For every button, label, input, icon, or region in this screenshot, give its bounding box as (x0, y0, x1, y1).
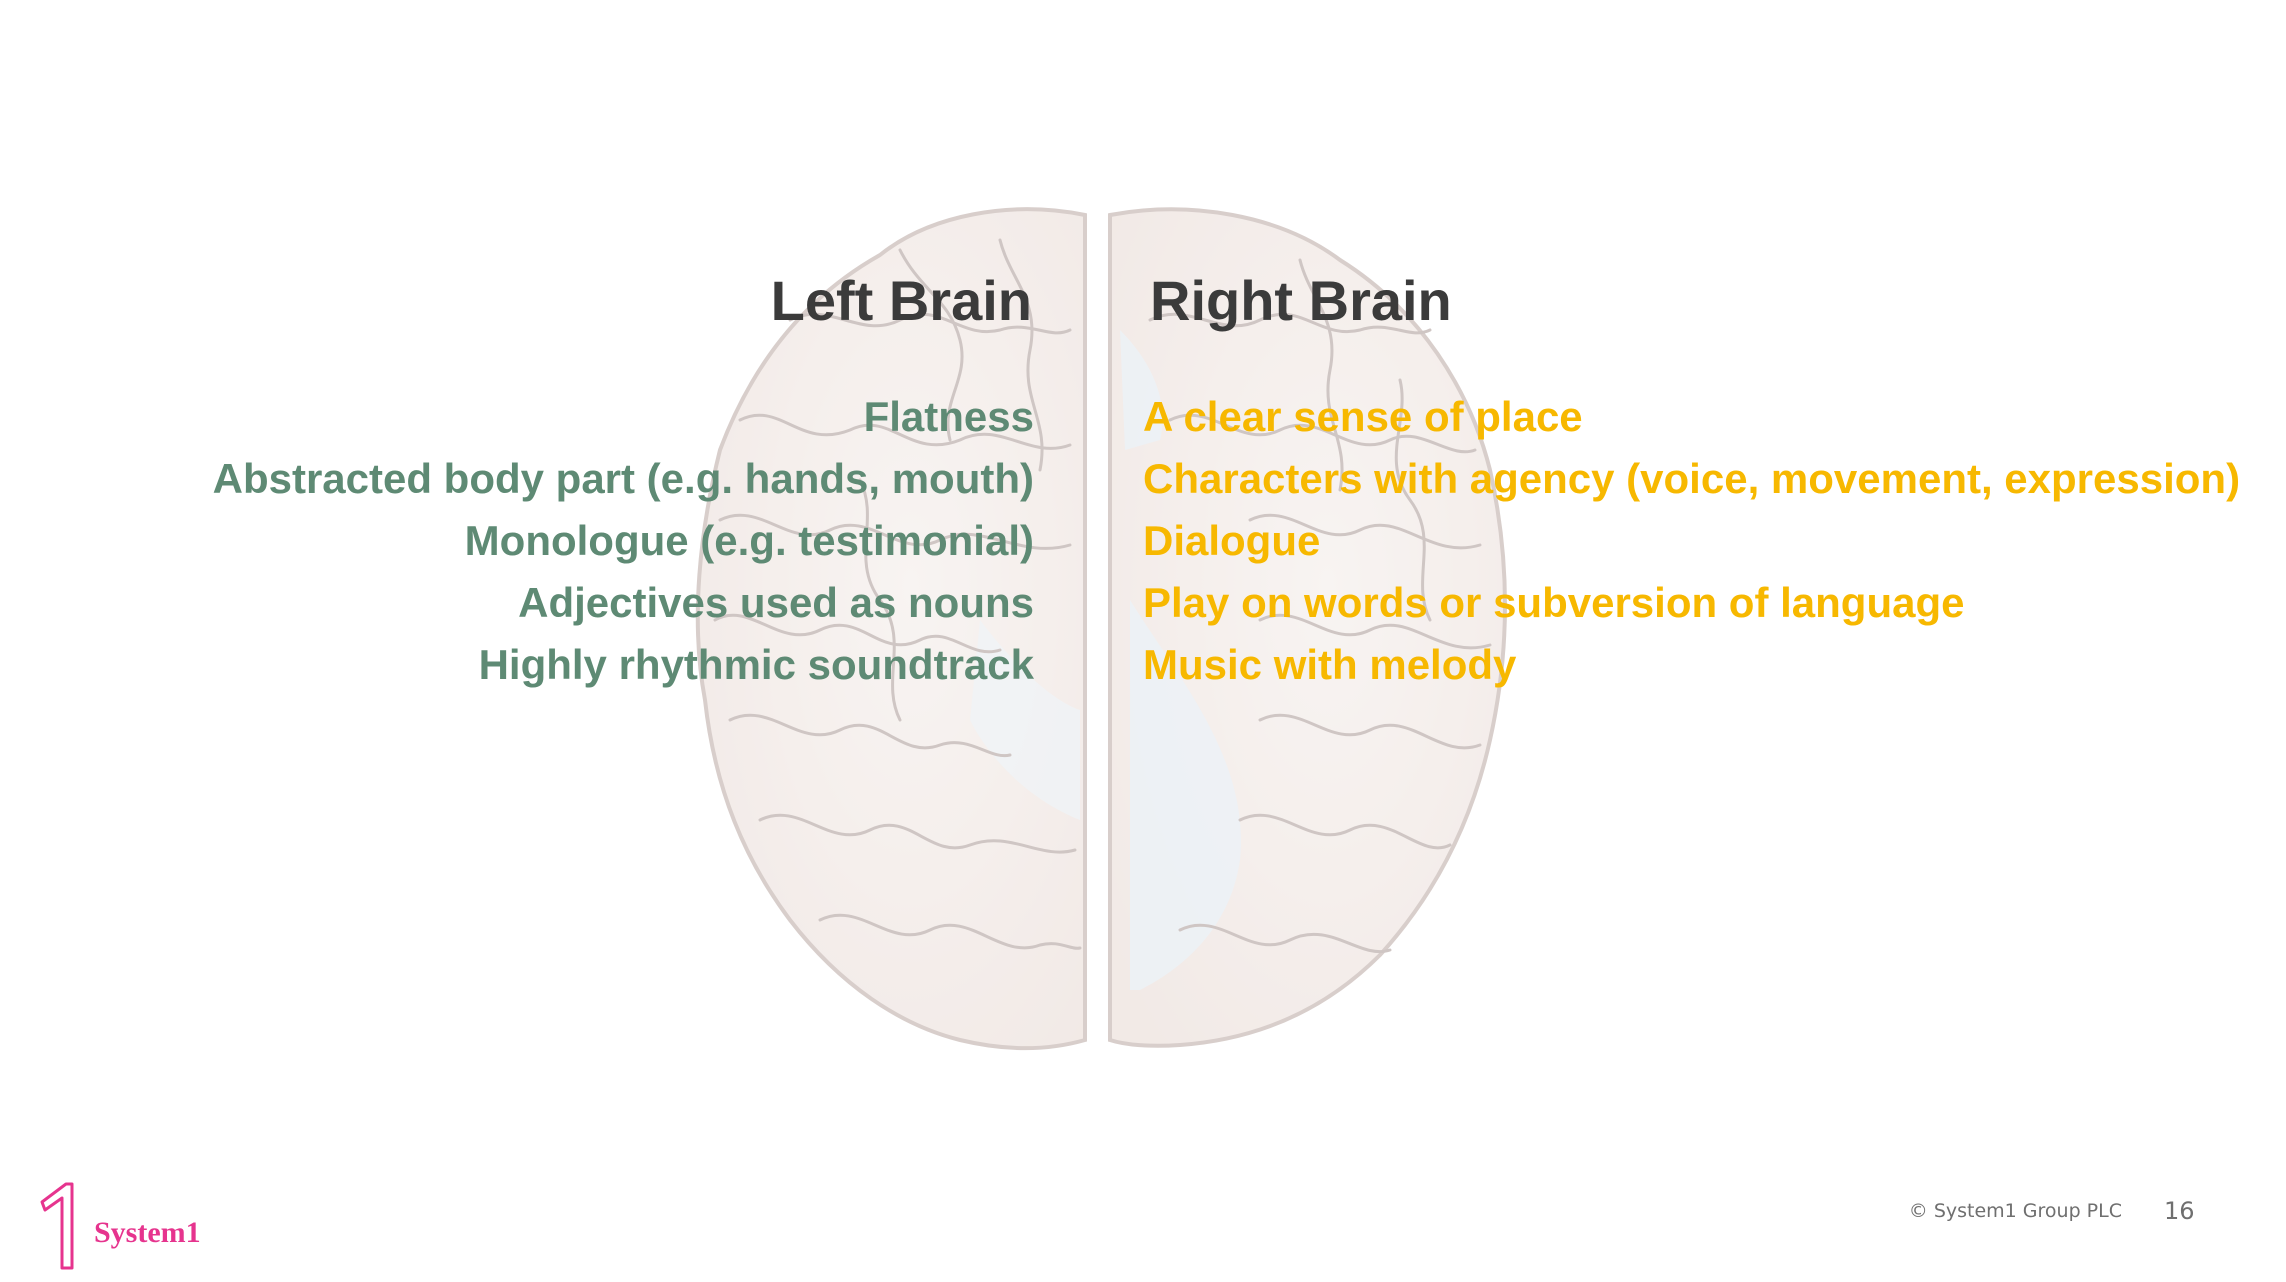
right-item: Play on words or subversion of language (1143, 579, 1965, 626)
left-brain-list: Flatness Abstracted body part (e.g. hand… (213, 386, 1034, 696)
left-item: Monologue (e.g. testimonial) (464, 517, 1034, 564)
logo-text: System1 (94, 1216, 201, 1249)
right-brain-heading: Right Brain (1150, 269, 1452, 332)
right-brain-list: A clear sense of place Characters with a… (1143, 386, 2240, 696)
left-item: Flatness (863, 393, 1034, 440)
left-item: Highly rhythmic soundtrack (478, 641, 1034, 688)
copyright-text: © System1 Group PLC (1908, 1200, 2122, 1222)
right-item: Music with melody (1143, 641, 1517, 688)
page-number: 16 (2164, 1197, 2195, 1225)
left-item: Abstracted body part (e.g. hands, mouth) (212, 455, 1034, 502)
right-item: Dialogue (1143, 517, 1321, 564)
left-brain-heading: Left Brain (770, 269, 1032, 332)
right-item: A clear sense of place (1143, 393, 1583, 440)
right-item: Characters with agency (voice, movement,… (1143, 455, 2241, 502)
left-item: Adjectives used as nouns (518, 579, 1034, 626)
system1-logo-icon (40, 1182, 74, 1270)
